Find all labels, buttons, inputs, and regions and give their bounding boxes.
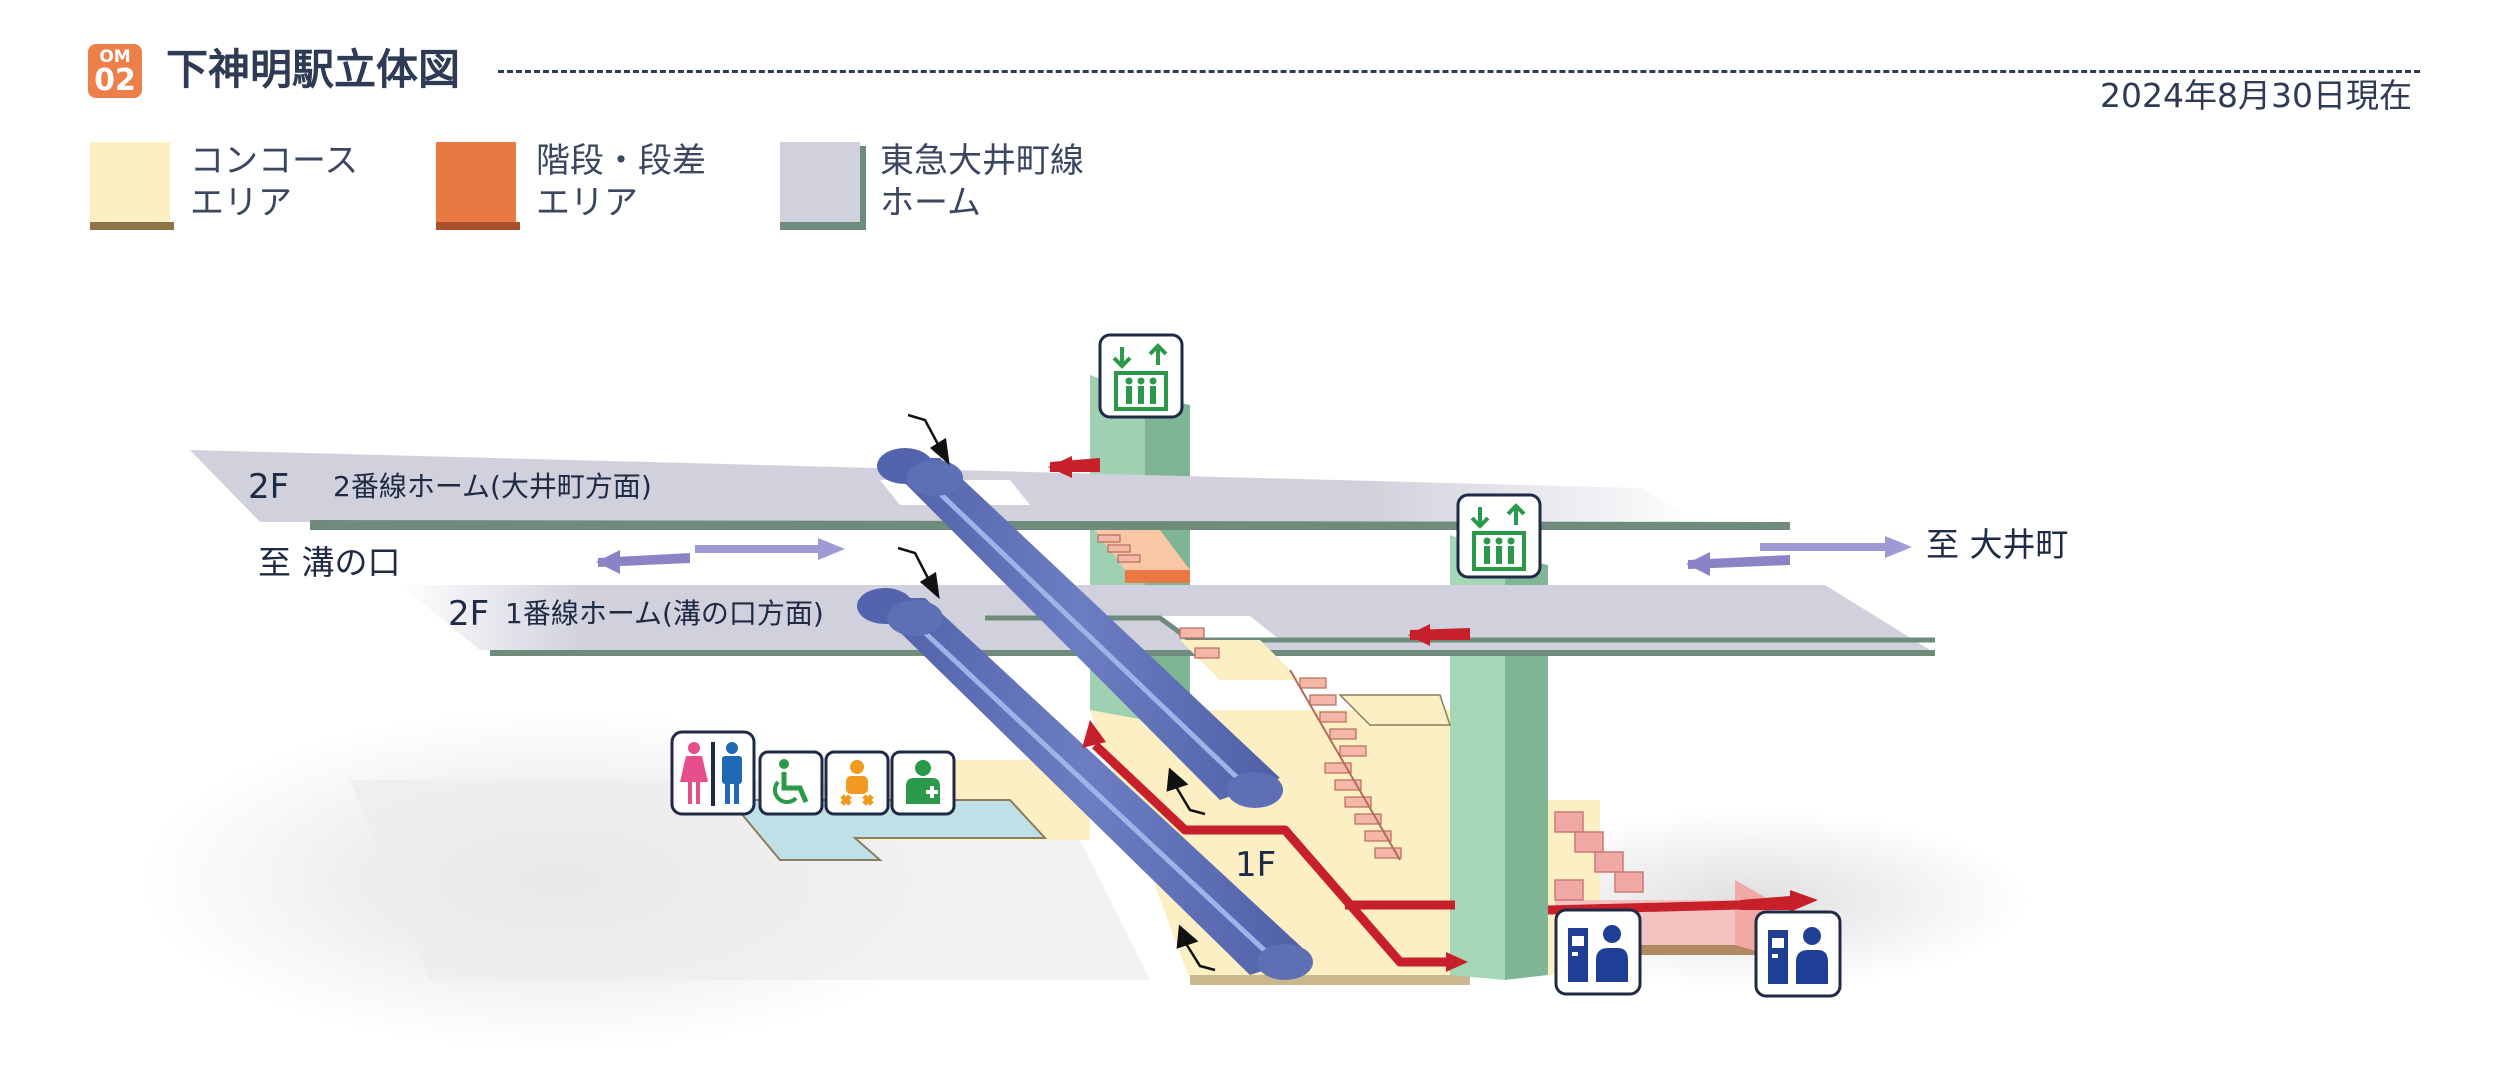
stairs-1f-right: [1554, 811, 1644, 901]
as-of-date: 2024年8月30日現在: [2100, 76, 2412, 115]
legend-swatch-concourse: [90, 142, 174, 230]
direction-label-oimachi: 至 大井町: [1926, 525, 2069, 564]
ticket-gate-icon: [1554, 908, 1642, 996]
legend-swatch-stairs: [436, 142, 520, 230]
ticket-gate-icon: [1754, 910, 1842, 998]
train-direction-arrows: [596, 536, 1912, 576]
stairs-lower: [1179, 627, 1452, 861]
escalator-direction-arrows: [897, 413, 1216, 972]
header: OM 02 下神明駅立体図 2024年8月30日現在: [0, 0, 2500, 130]
escalator-lower: [857, 588, 1313, 980]
upper-platform-floor-label: 2F: [248, 467, 289, 507]
accessible-route-arrowheads: [1048, 456, 1818, 972]
elevator-icon: [1098, 333, 1184, 419]
concourse-floor-label: 1F: [1235, 845, 1276, 885]
legend-label-concourse: コンコースエリア: [190, 141, 359, 223]
stairs-upper: [1095, 530, 1190, 583]
direction-label-mizonokuchi: 至 溝の口: [258, 543, 401, 582]
escalator-upper: [877, 448, 1283, 808]
restroom-icon: [670, 730, 756, 816]
legend-label-platform: 東急大井町線ホーム: [880, 141, 1084, 223]
ostomate-icon: [890, 750, 956, 816]
legend-label-stairs: 階段・段差エリア: [536, 141, 706, 223]
page-title: 下神明駅立体図: [166, 45, 461, 94]
badge-line-code: OM: [99, 47, 131, 67]
station-number-badge: OM 02: [88, 44, 142, 98]
baby-care-icon: [824, 750, 890, 816]
legend-swatch-platform: [780, 142, 866, 230]
badge-station-number: 02: [94, 63, 136, 98]
lower-platform-floor-label: 2F: [448, 594, 489, 634]
title-dashed-divider: [498, 70, 2420, 73]
elevator-icon: [1456, 493, 1542, 579]
wheelchair-icon: [758, 750, 824, 816]
lower-platform-name: 1番線ホーム(溝の口方面): [505, 597, 824, 630]
upper-platform-name: 2番線ホーム(大井町方面): [333, 470, 652, 503]
